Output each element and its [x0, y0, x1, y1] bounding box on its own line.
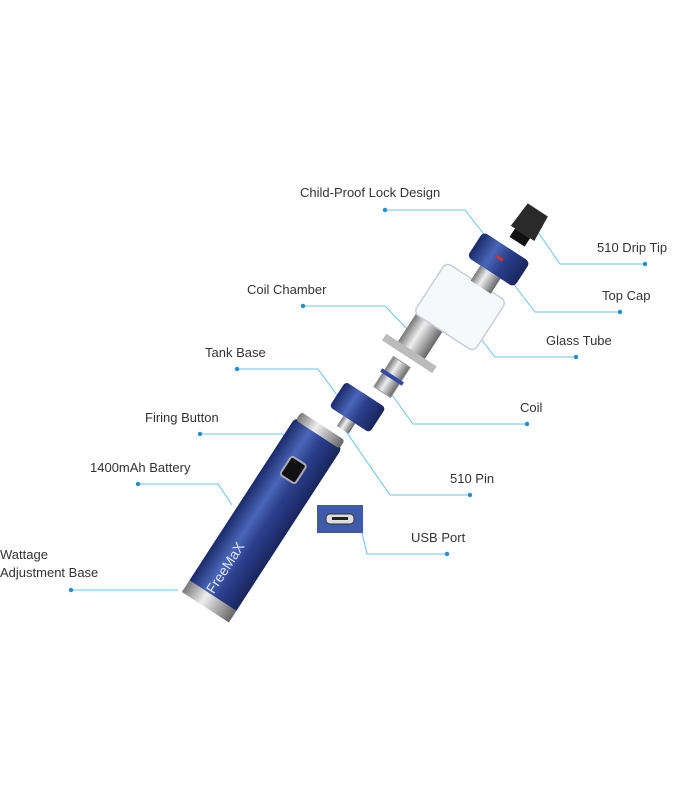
battery-tube: FreeMaX: [181, 413, 344, 623]
usb-port-inset: [317, 505, 363, 533]
label-firing-button: Firing Button: [145, 410, 219, 425]
label-coil-chamber: Coil Chamber: [247, 282, 327, 297]
tank-base: [330, 383, 385, 434]
firing-button-icon: [279, 455, 307, 484]
label-battery: 1400mAh Battery: [90, 460, 191, 475]
label-wattage-line1: Wattage: [0, 547, 48, 562]
label-tank-base: Tank Base: [205, 345, 266, 360]
label-glass-tube: Glass Tube: [546, 333, 612, 348]
leader-dots: [68, 207, 648, 593]
label-coil: Coil: [520, 400, 543, 415]
label-510-pin: 510 Pin: [450, 471, 495, 486]
label-wattage-line2: Adjustment Base: [0, 565, 99, 580]
label-drip-tip: 510 Drip Tip: [597, 240, 668, 255]
label-top-cap: Top Cap: [602, 288, 651, 303]
label-child-proof-lock: Child-Proof Lock Design: [300, 185, 441, 200]
leader-lines: [71, 209, 645, 591]
label-usb-port: USB Port: [411, 530, 466, 545]
top-cap: [468, 233, 529, 294]
drip-tip: [509, 203, 548, 247]
coil: [373, 355, 411, 399]
